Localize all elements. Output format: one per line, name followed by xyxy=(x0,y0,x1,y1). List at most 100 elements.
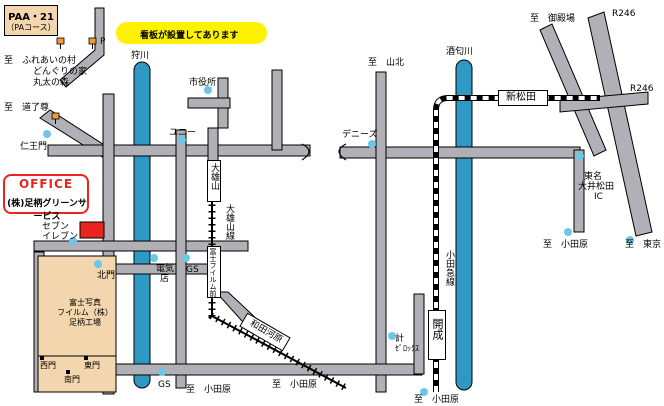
daiyuzan-railway xyxy=(208,172,348,392)
label-nishimon: 西門 xyxy=(40,361,56,370)
road-east-odawara xyxy=(573,149,585,233)
station-kaisei xyxy=(428,310,446,360)
sakawa-river xyxy=(455,59,473,391)
label-denki1: 電気 xyxy=(156,264,175,274)
landmark-dots xyxy=(43,86,634,396)
label-seven2: イレブン xyxy=(42,232,79,242)
dot-gs1 xyxy=(182,254,190,262)
bend-right xyxy=(338,143,347,161)
station-daiyuzan-label: 大雄山 xyxy=(209,163,219,190)
label-kitamon: 北門 xyxy=(97,271,116,281)
dot-uny xyxy=(178,136,186,144)
legend-text: 看板が設置してあります xyxy=(140,31,239,41)
factory-label-1: 富士写真 xyxy=(69,298,101,307)
label-r246: R246 xyxy=(612,9,636,19)
gate-west xyxy=(40,356,44,360)
dot-kitamon xyxy=(94,260,102,268)
dot-tokyo xyxy=(626,236,634,244)
label-odakyu: 小田急線 xyxy=(444,250,454,286)
dot-bottom xyxy=(420,388,428,396)
label-sakawagawa: 酒匂川 xyxy=(446,47,474,57)
label-odawara-b3: 至 小田原 xyxy=(414,395,460,405)
road-north-short xyxy=(271,69,283,151)
legend: 看板が設置してあります xyxy=(116,22,267,44)
label-minamimon: 南門 xyxy=(64,375,80,384)
dot-denki xyxy=(150,254,158,262)
road-yamakita xyxy=(375,71,387,393)
label-r246-east: R246 xyxy=(630,84,654,94)
office-company: (株)足柄グリーンサービス xyxy=(7,199,87,222)
label-niomon: 仁王門 xyxy=(20,142,48,152)
paa21-subtitle: （PAコース） xyxy=(6,23,56,32)
label-gs1: GS xyxy=(186,265,199,275)
label-maruta: 丸太の森 xyxy=(33,78,70,88)
office-building xyxy=(79,221,105,239)
label-douryo: 至 道了尊 xyxy=(4,103,50,113)
factory-label: 富士写真 フイルム（株） 足柄工場 xyxy=(55,298,115,328)
label-uny: ユニー xyxy=(169,128,197,138)
dot-odawara xyxy=(564,228,572,236)
factory-gates xyxy=(40,356,88,374)
dot-niomon xyxy=(43,130,51,138)
road-tomei xyxy=(587,11,653,237)
paa21-title: PAA・21 xyxy=(8,12,54,23)
road-bends xyxy=(301,143,347,161)
label-donguri: どんぐりの家 xyxy=(33,67,88,77)
roads xyxy=(33,7,653,395)
factory-strip xyxy=(37,355,117,393)
sign-paa-1 xyxy=(56,37,65,49)
label-kei2: ｾﾞﾛｯｸｽ xyxy=(395,344,419,353)
label-tomei: 東名 xyxy=(584,172,603,182)
label-kei1: 計 xyxy=(395,334,405,344)
label-gs2: GS xyxy=(158,380,171,390)
dot-shinmatsuda xyxy=(576,152,584,160)
label-p: P xyxy=(100,37,106,47)
odakyu-railway xyxy=(433,95,600,392)
bend-left xyxy=(301,143,310,161)
dot-shiyakusho xyxy=(204,86,212,94)
label-shiyakusho: 市役所 xyxy=(189,78,217,88)
road-mid-horizontal xyxy=(33,240,249,252)
factory-label-2: フイルム（株） xyxy=(57,308,113,317)
road-gotenba xyxy=(539,23,607,157)
paa21-box: PAA・21 （PAコース） xyxy=(4,5,58,36)
dot-kei xyxy=(388,332,396,340)
label-higashimon: 東門 xyxy=(84,361,100,370)
label-seven1: セブン xyxy=(42,222,70,232)
label-ic: IC xyxy=(594,192,603,202)
road-r246 xyxy=(559,91,649,113)
station-fujifilmmae-label: 富士フイルム前 xyxy=(209,248,217,297)
label-tokyo: 至 東京 xyxy=(625,240,662,250)
road-south-v xyxy=(413,293,425,375)
station-fujifilmmae xyxy=(207,246,221,298)
label-ooi: 大井松田 xyxy=(578,182,615,192)
label-gotenba: 至 御殿場 xyxy=(530,14,576,24)
kano-river xyxy=(133,61,151,389)
dot-seven xyxy=(69,237,77,245)
gate-east xyxy=(84,356,88,360)
dot-gs2 xyxy=(158,368,166,376)
label-odawara-r: 至 小田原 xyxy=(543,240,589,250)
sign-douryo xyxy=(51,112,60,124)
station-shinmatsuda xyxy=(498,90,548,106)
road-fureai xyxy=(59,7,105,88)
office-label: OFFICE (株)足柄グリーンサービス xyxy=(3,174,89,222)
label-odawara-b2: 至 小田原 xyxy=(272,380,318,390)
station-kaisei-label: 開成 xyxy=(431,318,444,340)
label-fureai: 至 ふれあいの村 xyxy=(4,56,77,66)
office-title: OFFICE xyxy=(18,177,74,191)
label-denki2: 店 xyxy=(160,274,170,284)
label-odawara-b1: 至 小田原 xyxy=(186,385,232,395)
rivers xyxy=(133,59,473,391)
station-daiyuzan xyxy=(207,160,221,202)
label-dennys: デニーズ xyxy=(342,130,378,140)
label-yamakita: 至 山北 xyxy=(368,58,405,68)
dot-dennys xyxy=(368,140,376,148)
label-daiyuzan-line: 大雄山線 xyxy=(224,204,234,240)
sign-paa-2 xyxy=(88,37,97,49)
station-shinmatsuda-label: 新松田 xyxy=(506,92,536,103)
gate-south xyxy=(66,370,70,374)
road-shiyakusho-branch xyxy=(187,97,231,109)
factory-label-3: 足柄工場 xyxy=(69,318,101,327)
